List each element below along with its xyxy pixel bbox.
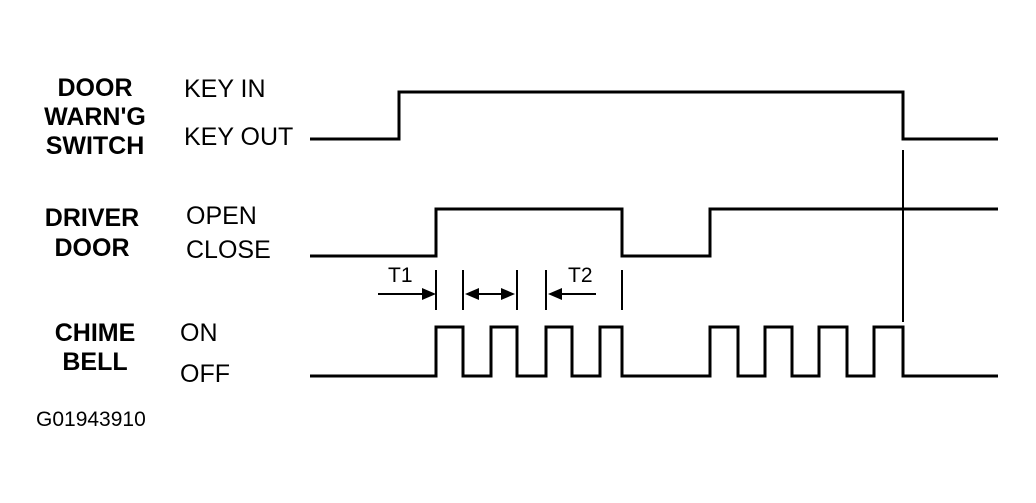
chime-bell-waveform (310, 325, 998, 378)
driver-door-label-line-1: DRIVER (45, 204, 139, 232)
door-warning-switch-waveform (310, 90, 998, 141)
chime-bell-label-line-2: BELL (62, 348, 127, 376)
driver-door-label-line-2: DOOR (55, 234, 130, 262)
key-out-state-label: KEY OUT (184, 123, 293, 151)
t1-arrow (378, 288, 436, 300)
on-state-label: ON (180, 319, 218, 347)
chime-bell-label-line-1: CHIME (55, 319, 136, 347)
t2-arrow (548, 288, 596, 300)
chime-bell-label: CHIME BELL (55, 319, 136, 376)
t1-label: T1 (388, 264, 413, 287)
period-arrow (465, 288, 515, 300)
t2-label: T2 (568, 264, 593, 287)
open-state-label: OPEN (186, 202, 257, 230)
door-warning-switch-label-line-3: SWITCH (46, 132, 145, 160)
driver-door-waveform (310, 207, 998, 258)
door-warning-switch-label-line-2: WARN'G (44, 103, 146, 131)
key-in-state-label: KEY IN (184, 75, 266, 103)
close-state-label: CLOSE (186, 236, 271, 264)
door-warning-switch-label: DOOR WARN'G SWITCH (44, 74, 146, 160)
door-warning-switch-label-line-1: DOOR (58, 74, 133, 102)
figure-id: G01943910 (36, 408, 146, 431)
driver-door-label: DRIVER DOOR (45, 204, 139, 262)
off-state-label: OFF (180, 360, 230, 388)
